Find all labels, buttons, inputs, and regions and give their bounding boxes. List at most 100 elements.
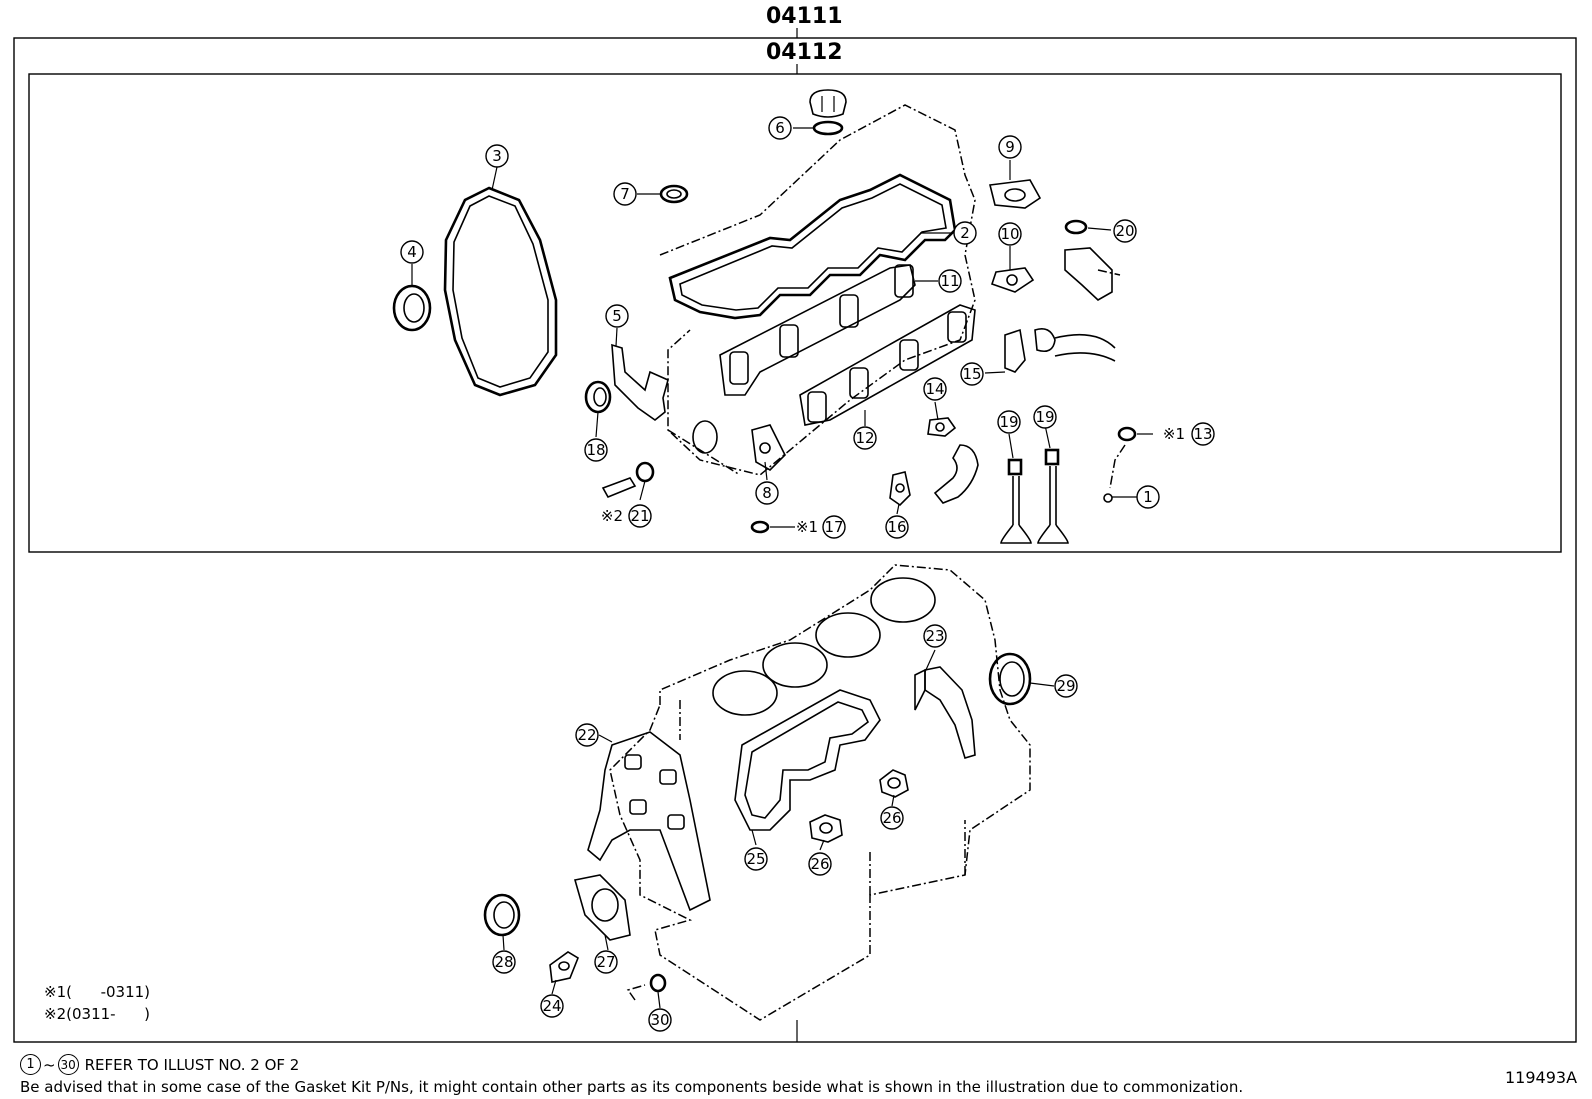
svg-text:14: 14 [925,380,944,398]
refer-text: REFER TO ILLUST NO. 2 OF 2 [84,1055,300,1074]
range-end-badge: 30 [57,1054,79,1075]
svg-text:3: 3 [492,147,502,165]
svg-text:28: 28 [494,953,513,971]
cylinder-head-outline [659,104,976,476]
callout-26b: 26 [880,806,904,830]
bolt-and-washer [601,461,655,499]
footer-advisory: Be advised that in some case of the Gask… [20,1078,1244,1096]
range-start-badge: 1 [20,1054,41,1075]
assembly-code-outer: 04111 [766,4,843,29]
callout-26a: 26 [808,852,832,876]
callout-27: 27 [594,950,618,974]
callout-3: 3 [485,144,509,168]
water-pipe-gasket [927,417,957,437]
svg-text:8: 8 [762,484,772,502]
injector-seal [1103,426,1137,503]
callout-6: 6 [768,116,792,140]
svg-text:5: 5 [612,307,622,325]
svg-text:7: 7 [620,185,630,203]
water-pump-gasket [573,874,631,941]
callout-29: 29 [1054,674,1078,698]
callout-7: 7 [613,182,637,206]
valves [1000,448,1069,544]
svg-text:26: 26 [882,809,901,827]
callout-10: 10 [998,222,1022,246]
svg-text:17: 17 [824,518,843,536]
footer-refer: 1 ~ 30 REFER TO ILLUST NO. 2 OF 2 [20,1054,299,1075]
svg-text:27: 27 [596,953,615,971]
svg-text:25: 25 [746,850,765,868]
svg-text:26: 26 [810,855,829,873]
plug-tube-seal [659,184,689,204]
callout-2: 2 [953,221,977,245]
svg-text:30: 30 [650,1011,669,1029]
note-2: ※2(0311- ) [44,1005,150,1023]
exhaust-manifold-gasket [719,264,916,396]
illustration-id: 119493A [1505,1068,1578,1087]
water-inlet-pipe [933,444,979,504]
front-oil-seal [392,284,432,332]
rear-oil-seal-retainer-gasket [914,666,976,759]
callout-19b: 19 [1033,405,1057,429]
oil-cooler-gasket [734,689,881,831]
svg-text:16: 16 [887,518,906,536]
callout-18: 18 [584,438,608,462]
callout-13: 13 [1191,422,1215,446]
camshaft-oil-seal [584,380,612,414]
svg-text:6: 6 [775,119,785,137]
callout-19a: 19 [997,410,1021,434]
assembly-frames [13,28,1577,1043]
timing-case-gasket [587,731,711,912]
callout-16: 16 [885,515,909,539]
oil-filler-cap [809,89,847,118]
svg-text:12: 12 [855,429,874,447]
callout-22: 22 [575,723,599,747]
o-ring [750,520,770,534]
water-bypass-gasket [1004,327,1116,373]
timing-cover-gasket [443,186,558,397]
svg-text:22: 22 [577,726,596,744]
svg-text:21: 21 [630,507,649,525]
svg-text:11: 11 [940,272,959,290]
marker-13: ※1 [1163,425,1185,443]
note-1-text: ( -0311) [66,983,151,1001]
svg-text:15: 15 [962,365,981,383]
callout-25: 25 [744,847,768,871]
svg-text:19: 19 [1035,408,1054,426]
callout-30: 30 [648,1008,672,1032]
svg-text:24: 24 [542,997,561,1015]
svg-text:2: 2 [960,224,970,242]
leader-lines [411,127,1153,1009]
callout-15: 15 [960,362,984,386]
svg-text:4: 4 [407,243,417,261]
callout-23: 23 [923,624,947,648]
thermostat-gasket [990,267,1035,293]
svg-text:20: 20 [1115,222,1134,240]
callout-4: 4 [400,240,424,264]
bracket-gasket [611,343,669,422]
marker-17: ※1 [796,518,818,536]
drain-plug-gasket [626,973,667,1001]
svg-text:19: 19 [999,413,1018,431]
callout-17: 17 [822,515,846,539]
callout-21: 21 [628,504,652,528]
svg-text:23: 23 [925,627,944,645]
egr-gasket [751,424,786,471]
callout-28: 28 [492,950,516,974]
intake-manifold-gasket [799,304,976,426]
note-2-mark: ※2 [44,1005,67,1023]
filler-cap-gasket [812,120,844,136]
crankshaft-front-seal [483,893,521,937]
svg-text:29: 29 [1056,677,1075,695]
assembly-code-inner: 04112 [766,40,843,65]
callout-12: 12 [853,426,877,450]
callout-20: 20 [1113,219,1137,243]
callout-14: 14 [923,377,947,401]
svg-text:10: 10 [1000,225,1019,243]
head-cover-gasket [668,173,957,320]
callout-24: 24 [540,994,564,1018]
svg-text:18: 18 [586,441,605,459]
svg-text:13: 13 [1193,425,1212,443]
callout-11: 11 [938,269,962,293]
